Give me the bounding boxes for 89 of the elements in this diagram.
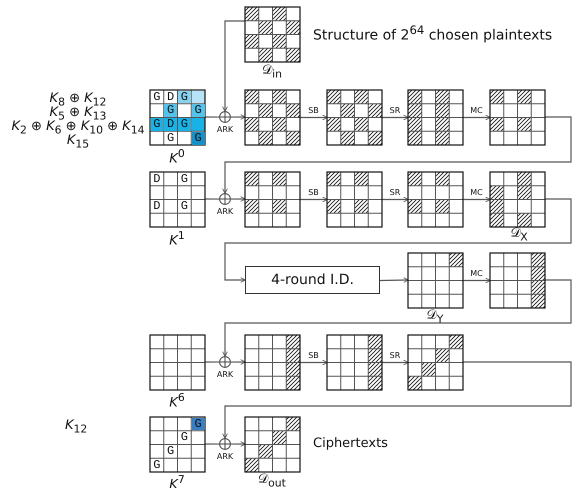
edge-label: SB [308, 188, 319, 196]
state-grid [327, 335, 382, 390]
grid-caption: K$^{6}$ [169, 390, 185, 410]
grid-caption: 𝒟$_{Y}$ [426, 308, 444, 327]
key-expression: K$_{12}$ [65, 418, 88, 437]
arrow [224, 198, 572, 283]
state-grid [245, 90, 300, 145]
state-grid [245, 417, 300, 472]
arrow [380, 277, 409, 283]
state-grid [490, 90, 545, 145]
state-grid [408, 90, 463, 145]
edge-label: MC [470, 106, 483, 114]
arrow [222, 20, 245, 112]
arrow [382, 114, 409, 120]
cell-letter: G [178, 90, 191, 104]
edge-label: SB [308, 106, 319, 114]
process-box: 4-round I.D. [245, 266, 380, 294]
cell-letter: G [164, 104, 177, 117]
state-grid [327, 172, 382, 227]
arrow [300, 360, 328, 366]
state-grid [327, 90, 382, 145]
arrow [231, 359, 246, 365]
cell-letter: G [166, 445, 176, 458]
edge-label: SR [390, 350, 400, 360]
operation-label: ARK [216, 370, 234, 379]
xor-symbol [219, 356, 231, 368]
operation-label: ARK [216, 207, 234, 216]
cell-letter: G [192, 104, 204, 117]
grid-caption: K$^{0}$ [169, 146, 185, 166]
xor-symbol [219, 111, 231, 123]
operation-label: ARK [216, 125, 234, 134]
edge-label: SR [390, 188, 400, 196]
note-text: Structure of 2$^{64}$ chosen plaintexts [313, 23, 552, 44]
cell-letter: D [166, 90, 176, 104]
cell-letter: D [152, 172, 162, 186]
cell-letter: D [164, 118, 177, 131]
arrow [222, 116, 572, 194]
connector-line [205, 443, 219, 445]
state-grid [245, 172, 300, 227]
state-grid [408, 335, 463, 390]
cell-letter: G [152, 90, 162, 104]
xor-symbol [219, 193, 231, 205]
arrow [382, 196, 409, 202]
state-grid [408, 253, 463, 308]
arrow [222, 279, 572, 357]
cell-letter: G [152, 458, 162, 472]
cell-letter: G [180, 200, 189, 213]
arrow [300, 196, 328, 202]
xor-symbol [219, 438, 231, 450]
cell-letter: G [166, 132, 176, 144]
grid-caption: 𝒟$_{X}$ [510, 226, 528, 245]
key-grid [150, 172, 205, 227]
arrow [231, 196, 246, 202]
operation-label: ARK [216, 452, 234, 461]
connector-line [205, 361, 219, 363]
cell-letter: G [180, 172, 189, 186]
edge-label: MC [470, 188, 483, 196]
key-grid [150, 90, 205, 145]
cell-letter: G [192, 418, 204, 430]
state-grid [408, 172, 463, 227]
edge-label: SB [308, 350, 319, 360]
state-grid [490, 172, 545, 227]
arrow [231, 114, 246, 120]
state-grid [245, 335, 300, 390]
arrow [463, 196, 491, 202]
arrow [300, 114, 328, 120]
state-grid [245, 7, 300, 62]
edge-label: MC [470, 268, 483, 278]
arrow [382, 360, 409, 366]
arrow [222, 361, 572, 439]
grid-caption: K$^{7}$ [169, 472, 185, 488]
state-grid [490, 253, 545, 308]
cell-letter: G [150, 118, 164, 131]
grid-caption: 𝒟$_{in}$ [262, 63, 282, 82]
arrow [463, 278, 491, 284]
grid-caption: 𝒟$_{out}$ [258, 472, 286, 488]
grid-caption: K$^{1}$ [169, 228, 185, 248]
connector-line [205, 198, 219, 200]
state-grid [150, 335, 205, 390]
arrow [231, 441, 246, 447]
note-text: Ciphertexts [313, 436, 388, 451]
connector-line [205, 116, 219, 118]
arrow [463, 114, 491, 120]
cell-letter: D [152, 200, 162, 213]
key-expression: K$_{15}$ [66, 133, 90, 152]
edge-label: SR [390, 106, 400, 114]
key-grid [150, 417, 205, 472]
cell-letter: G [180, 431, 189, 444]
cell-letter: G [178, 118, 191, 131]
